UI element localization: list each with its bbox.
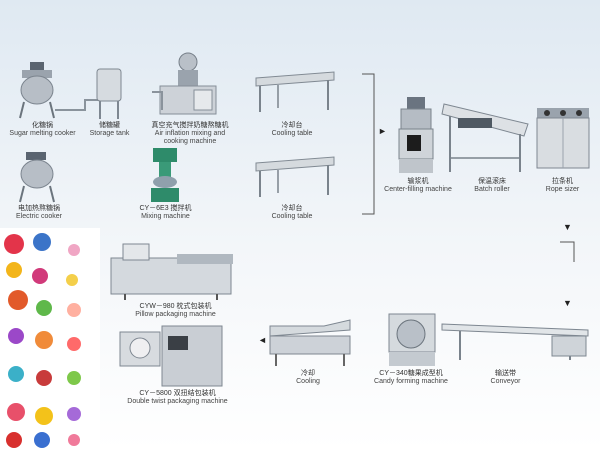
arrow-right-icon: ► [378, 126, 387, 136]
conveyor [441, 323, 589, 360]
arrow-left-icon: ◄ [258, 335, 267, 345]
sugar-melting-label: 化糖锅 Sugar melting cooker [9, 122, 76, 138]
double-twist-label: CY－5800 双扭结包装机 Double twist packaging ma… [127, 390, 228, 406]
storage-tank [96, 68, 122, 119]
cooling-table-2-label: 冷却台 Cooling table [271, 205, 313, 221]
pillow-packaging-label: CYW－980 枕式包装机 Pillow packaging machine [135, 303, 216, 319]
pipe [55, 99, 100, 111]
conveyor-label: 输送带 Conveyor [490, 370, 521, 386]
arrow-down-icon: ▼ [563, 222, 572, 232]
cooling-table-1 [255, 71, 335, 112]
candy-forming-machine [388, 313, 436, 366]
electric-cooker-label: 电加热熬糖锅 Electric cooker [16, 205, 62, 221]
storage-tank-label: 储糖罐 Storage tank [89, 122, 130, 138]
candy-forming-label: CY－340糖果成型机 Candy forming machine [374, 370, 448, 386]
rope-sizer [536, 108, 590, 169]
cooling-label: 冷却 Cooling [296, 370, 320, 386]
air-inflation-label: 真空充气搅拌奶糖熬糖机 Air inflation mixing and coo… [151, 122, 229, 146]
batch-roller-label: 保温滚床 Batch roller [474, 178, 510, 194]
air-inflation-machine [152, 52, 217, 115]
arrow-down-icon: ▼ [563, 298, 572, 308]
candy-photos [0, 228, 100, 450]
bracket [362, 73, 375, 215]
electric-cooker [19, 152, 55, 203]
side-line [560, 241, 575, 262]
sugar-melting-cooker [19, 62, 55, 119]
pillow-packaging-machine [110, 243, 233, 300]
center-filling-label: 输浆机 Center-filling machine [384, 178, 452, 194]
rope-sizer-label: 拉条机 Rope sizer [545, 178, 580, 194]
cooling-table-1-label: 冷却台 Cooling table [271, 122, 313, 138]
center-filling-machine [398, 97, 434, 173]
double-twist-machine [119, 325, 223, 387]
batch-roller [441, 103, 529, 172]
mixing-machine [151, 148, 179, 202]
mixing-label: CY－6E3 搅拌机 Mixing machine [139, 205, 192, 221]
cooling-machine [269, 319, 351, 366]
cooling-table-2 [255, 156, 335, 197]
